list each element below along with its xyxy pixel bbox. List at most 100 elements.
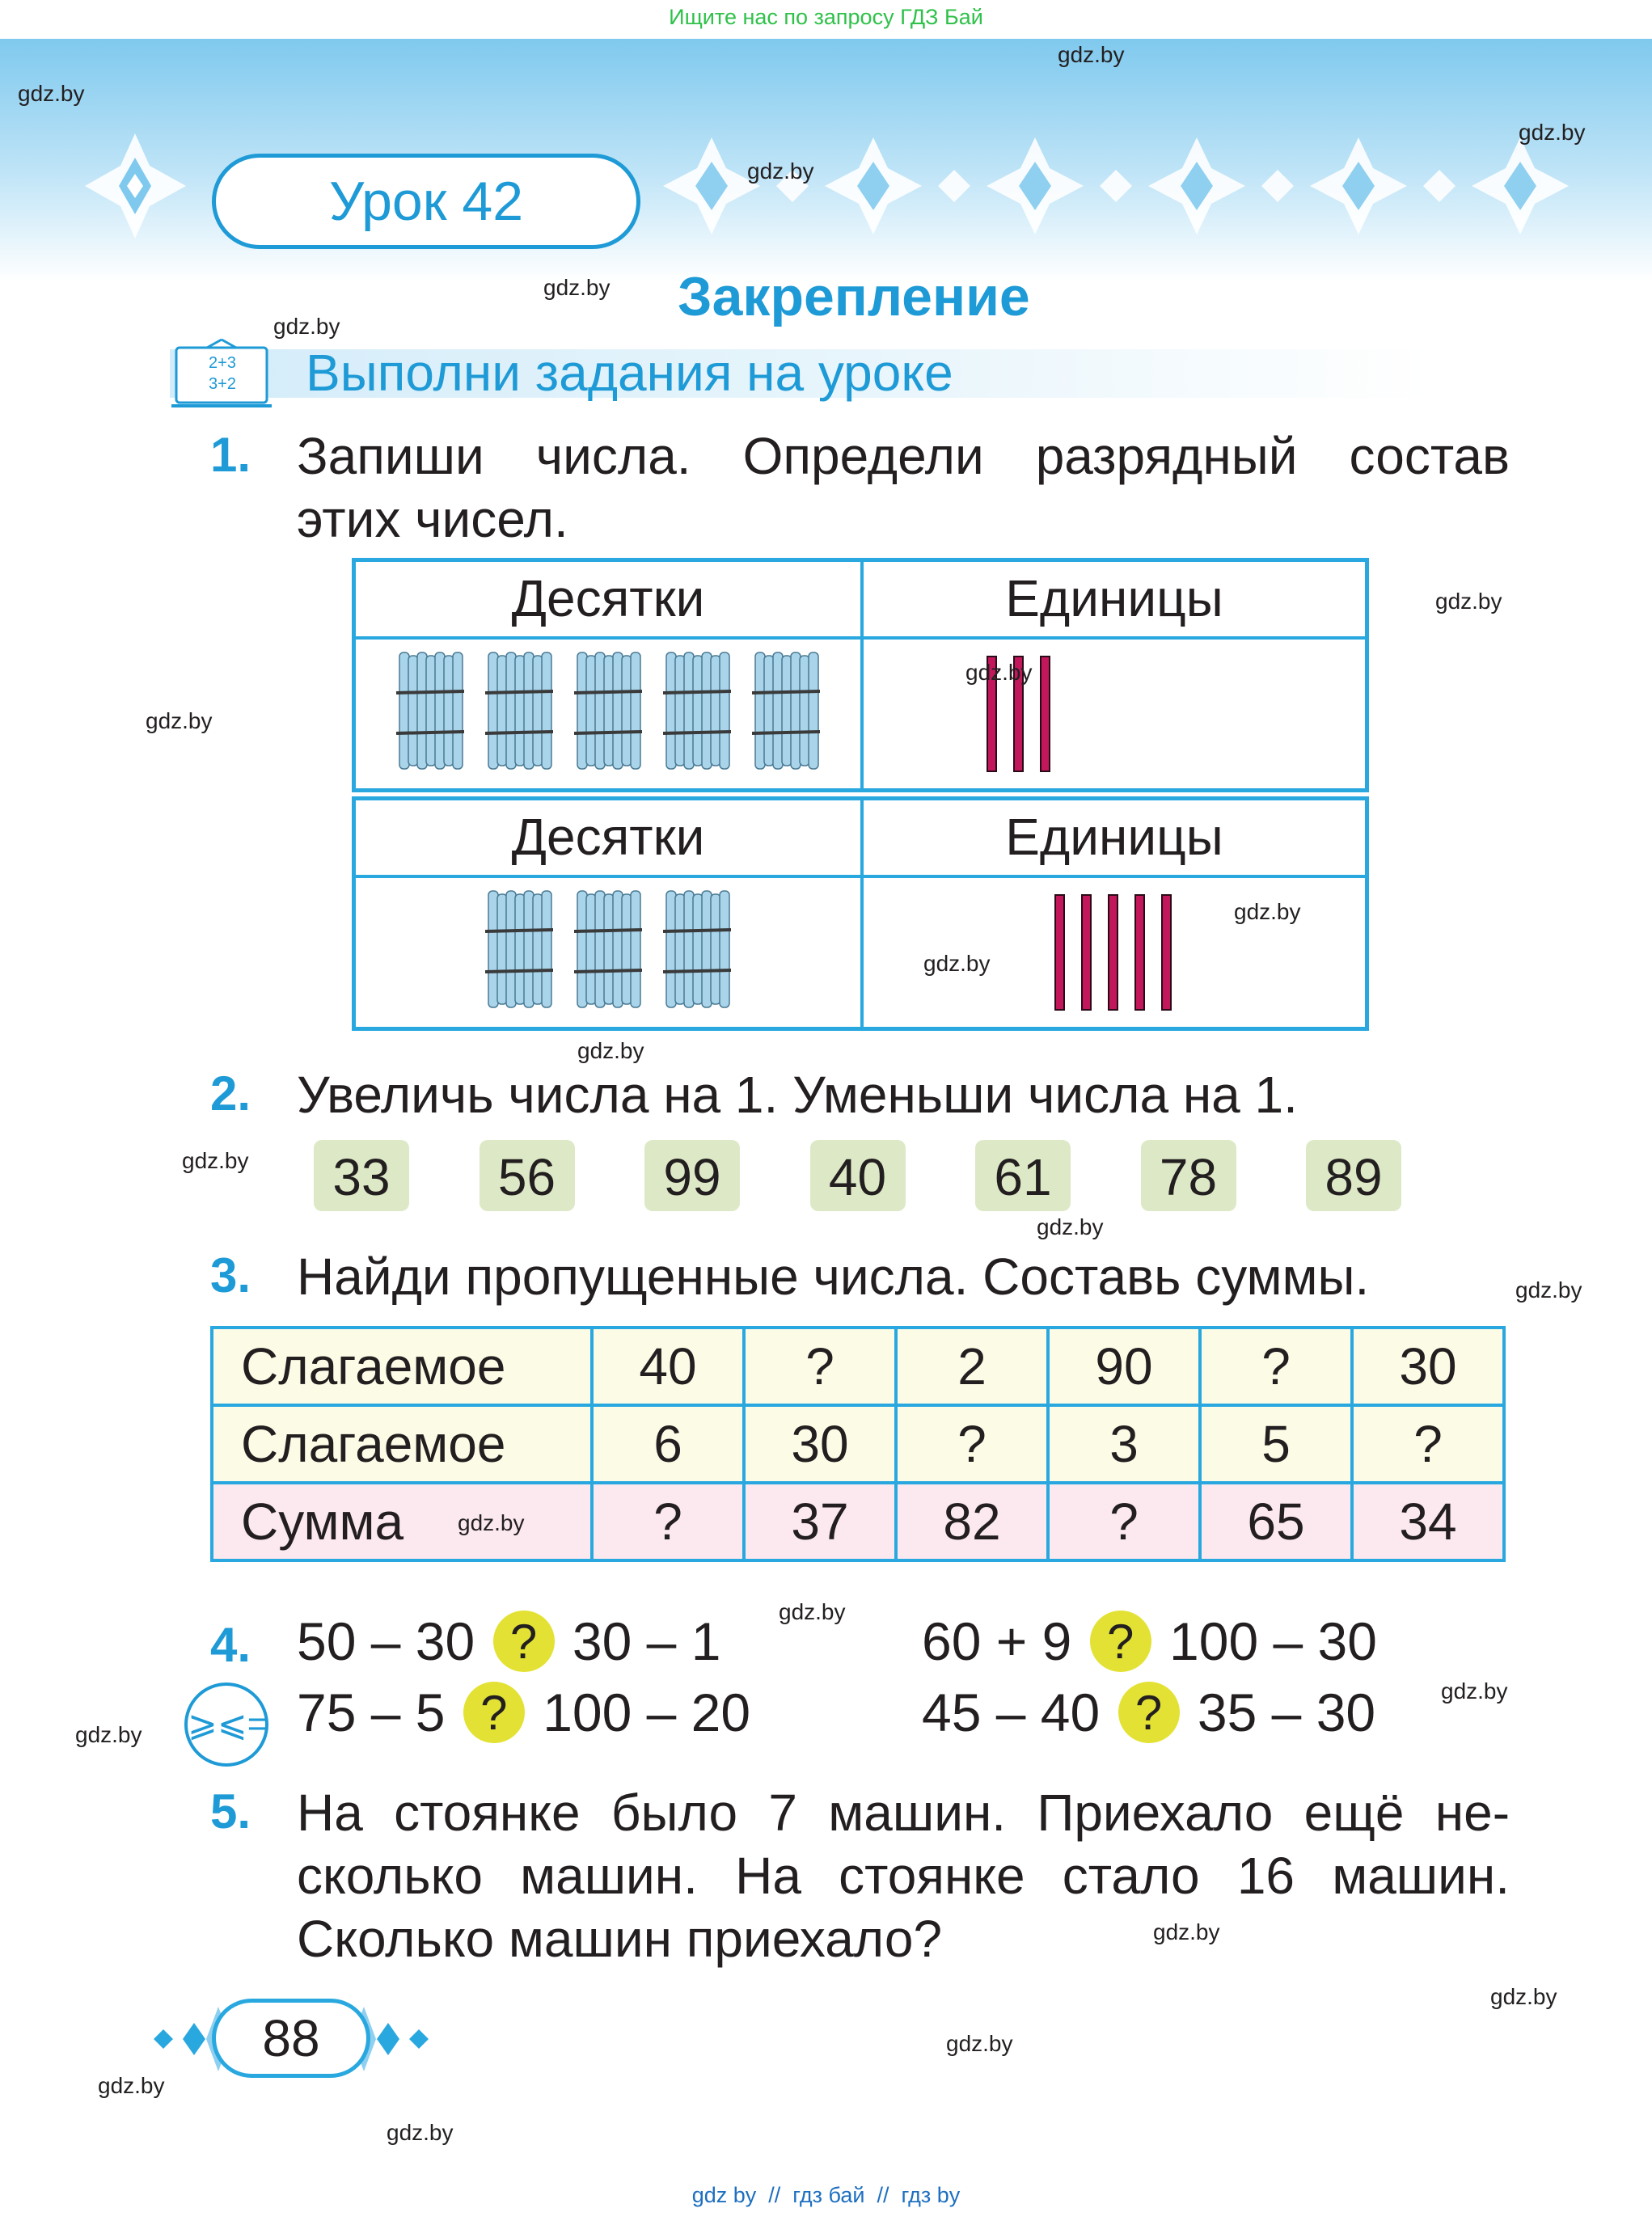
- addends-table: Слагаемое 40 ? 2 90 ? 30 Слагаемое 6 30 …: [210, 1326, 1506, 1562]
- watermark: gdz.by: [779, 1599, 846, 1624]
- watermark: gdz.by: [1441, 1678, 1508, 1704]
- table-cell: 65: [1198, 1481, 1354, 1562]
- footer-links[interactable]: gdz by // гдз бай // гдз by: [691, 2183, 961, 2207]
- instruction: Выполни задания на уроке: [306, 344, 953, 402]
- watermark: gdz.by: [1234, 899, 1301, 924]
- ten-sticks-bundle: [751, 651, 821, 772]
- table-row-addend-2: Слагаемое 6 30 ? 3 5 ?: [210, 1404, 1506, 1484]
- watermark: gdz.by: [18, 81, 85, 106]
- expression-left: 75 – 5: [297, 1682, 446, 1742]
- unit-stick: [1134, 894, 1145, 1011]
- ten-sticks-bundle: [395, 651, 465, 772]
- ten-sticks-bundle: [662, 889, 732, 1011]
- tens-header: Десятки: [511, 808, 705, 866]
- table-cell: 6: [590, 1404, 746, 1484]
- tens-bundles: [356, 889, 860, 1019]
- unit-stick: [1081, 894, 1092, 1011]
- ten-sticks-bundle: [573, 651, 643, 772]
- ten-sticks-bundle: [573, 889, 643, 1011]
- tens-header: Десятки: [511, 569, 705, 627]
- table-cell: ?: [894, 1404, 1050, 1484]
- unit-sticks: [864, 894, 1365, 1015]
- watermark: gdz.by: [182, 1148, 249, 1173]
- lesson-subtitle: Закрепление: [678, 266, 1030, 327]
- number-chip: 61: [975, 1140, 1071, 1211]
- ten-sticks-bundle: [662, 651, 732, 772]
- lesson-title: Урок 42: [212, 154, 640, 249]
- expression-right: 35 – 30: [1197, 1682, 1376, 1742]
- instruction-band: [170, 349, 1431, 398]
- ten-sticks-bundle: [484, 889, 554, 1011]
- unit-stick: [1161, 894, 1172, 1011]
- number-chip: 33: [314, 1140, 409, 1211]
- task-number-3: 3.: [210, 1248, 251, 1302]
- watermark: gdz.by: [1153, 1919, 1220, 1944]
- task-number-4: 4.: [210, 1618, 251, 1672]
- comparison-1: 50 – 30 ? 30 – 1: [297, 1610, 721, 1677]
- watermark: gdz.by: [75, 1722, 142, 1747]
- task5-line-1: На стоянке было 7 машин. Приехало ещё не…: [297, 1784, 1510, 1842]
- table-row-sum: Сумма ? 37 82 ? 65 34: [210, 1481, 1506, 1562]
- number-chip: 78: [1140, 1140, 1236, 1211]
- comparison-3: 75 – 5 ? 100 – 20: [297, 1681, 750, 1748]
- watermark: gdz.by: [747, 158, 814, 184]
- question-dot[interactable]: ?: [492, 1610, 555, 1672]
- table-cell: 37: [742, 1481, 898, 1562]
- number-chip: 99: [644, 1140, 740, 1211]
- watermark: gdz.by: [1058, 42, 1125, 67]
- row-label: Слагаемое: [210, 1404, 594, 1484]
- watermark: gdz.by: [98, 2073, 165, 2098]
- table-cell: 90: [1046, 1326, 1202, 1407]
- board-icon: 2+3 3+2: [171, 338, 272, 407]
- watermark: gdz.by: [273, 314, 340, 339]
- expression-right: 100 – 30: [1169, 1611, 1377, 1671]
- units-header: Единицы: [1005, 808, 1223, 866]
- ten-sticks-bundle: [484, 651, 554, 772]
- unit-stick: [1040, 656, 1050, 772]
- unit-stick: [1013, 656, 1024, 772]
- compare-signs-icon: ⩾⩽=: [184, 1682, 268, 1767]
- task3-text: Найди пропущенные числа. Составь суммы.: [297, 1248, 1370, 1306]
- ornament-row: [663, 137, 1569, 234]
- tens-bundles: [356, 651, 860, 780]
- watermark: gdz.by: [458, 1510, 525, 1535]
- unit-sticks: [864, 656, 1365, 777]
- task2-text: Увеличь числа на 1. Уменьши числа на 1.: [297, 1066, 1298, 1124]
- table-cell: ?: [1198, 1326, 1354, 1407]
- watermark: gdz.by: [1037, 1214, 1104, 1239]
- unit-stick: [987, 656, 997, 772]
- expression-right: 30 – 1: [572, 1611, 721, 1671]
- table-cell: 82: [894, 1481, 1050, 1562]
- watermark: gdz.by: [387, 2120, 454, 2145]
- question-dot[interactable]: ?: [1089, 1610, 1151, 1672]
- page-number: 88: [212, 1999, 370, 2078]
- snowflake-ornament-left: [85, 133, 186, 239]
- table-row-addend-1: Слагаемое 40 ? 2 90 ? 30: [210, 1326, 1506, 1407]
- table-cell: 40: [590, 1326, 746, 1407]
- table-cell: 3: [1046, 1404, 1202, 1484]
- task5-line-2: сколько машин. На стоянке стало 16 машин…: [297, 1847, 1510, 1905]
- row-label: Слагаемое: [210, 1326, 594, 1407]
- unit-stick: [1054, 894, 1065, 1011]
- task1-text: Запиши числа. Определи разрядный состав …: [297, 424, 1510, 551]
- row-label: Сумма: [210, 1481, 594, 1562]
- watermark: gdz.by: [146, 708, 213, 733]
- place-value-table-1: Десятки Единицы: [352, 558, 1369, 792]
- watermark: gdz.by: [577, 1038, 644, 1063]
- watermark: gdz.by: [1490, 1984, 1557, 2009]
- expression-left: 45 – 40: [922, 1682, 1101, 1742]
- task5-line-3: Сколько машин приехало?: [297, 1910, 943, 1968]
- comparison-4: 45 – 40 ? 35 – 30: [922, 1681, 1376, 1748]
- table-cell: ?: [1350, 1404, 1506, 1484]
- watermark: gdz.by: [946, 2031, 1013, 2056]
- task5-text: На стоянке было 7 машин. Приехало ещё не…: [297, 1781, 1510, 1970]
- table-cell: 30: [1350, 1326, 1506, 1407]
- board-line-1: 2+3: [209, 354, 236, 372]
- question-dot[interactable]: ?: [463, 1681, 525, 1743]
- expression-left: 50 – 30: [297, 1611, 475, 1671]
- task-number-2: 2.: [210, 1066, 251, 1121]
- table-cell: 30: [742, 1404, 898, 1484]
- top-banner[interactable]: Ищите нас по запросу ГДЗ Бай: [669, 5, 983, 29]
- question-dot[interactable]: ?: [1118, 1681, 1180, 1743]
